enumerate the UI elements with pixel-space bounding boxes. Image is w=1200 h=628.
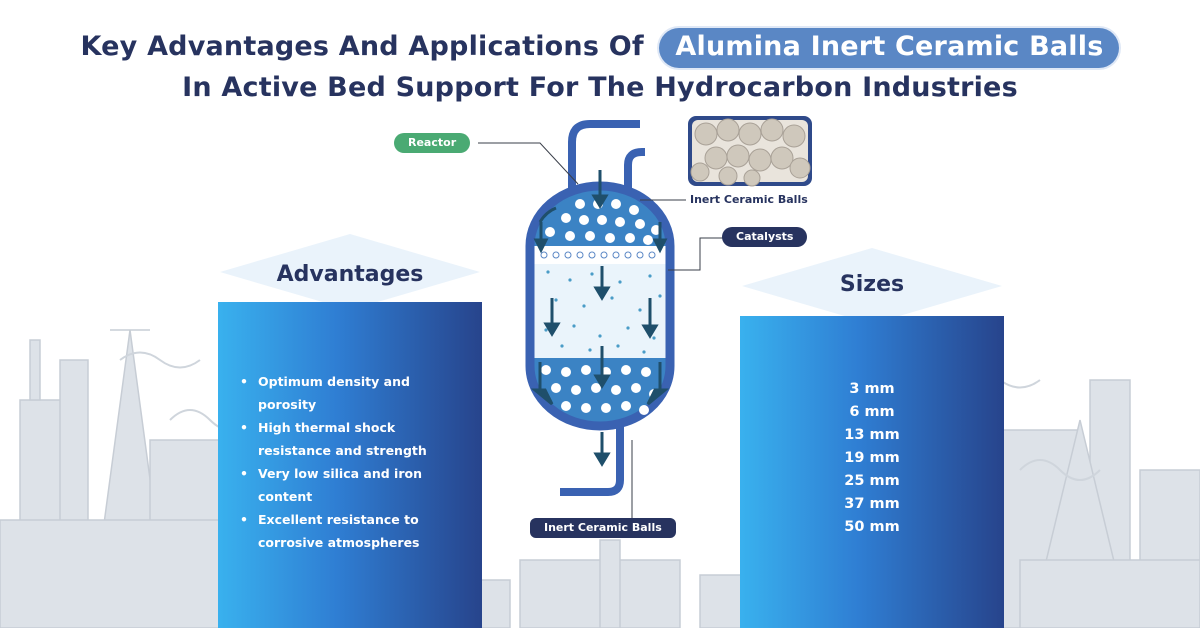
sizes-list: 3 mm 6 mm 13 mm 19 mm 25 mm 37 mm 50 mm — [740, 378, 1004, 539]
advantages-list: Optimum density and porosity High therma… — [240, 370, 472, 554]
inert-balls-top-label: Inert Ceramic Balls — [690, 193, 808, 206]
size-item: 13 mm — [844, 427, 900, 443]
catalysts-label: Catalysts — [722, 227, 808, 247]
size-item: 19 mm — [844, 450, 900, 466]
flow-arrows — [530, 170, 670, 467]
catalyst-particles — [544, 270, 662, 354]
advantage-item: Optimum density and porosity — [240, 370, 472, 416]
outlet-pipe — [560, 425, 624, 496]
size-item: 37 mm — [844, 496, 900, 512]
size-item: 50 mm — [844, 519, 900, 535]
inlet-pipe-outer — [568, 120, 640, 190]
advantage-item: Excellent resistance to corrosive atmosp… — [240, 508, 472, 554]
ceramic-balls-photo — [688, 116, 812, 187]
inert-balls-bottom-label: Inert Ceramic Balls — [530, 518, 676, 538]
advantage-item: Very low silica and iron content — [240, 462, 472, 508]
advantages-panel-body: Optimum density and porosity High therma… — [218, 302, 482, 628]
main-title-line-2: In Active Bed Support For The Hydrocarbo… — [182, 72, 1018, 103]
title-highlight-pill: Alumina Inert Ceramic Balls — [659, 28, 1120, 68]
sizes-heading: Sizes — [839, 272, 905, 297]
title-prefix: Key Advantages And Applications Of — [80, 31, 644, 62]
sizes-panel-body: 3 mm 6 mm 13 mm 19 mm 25 mm 37 mm 50 mm — [740, 316, 1004, 628]
main-title-line-1: Key Advantages And Applications Of Alumi… — [0, 28, 1200, 68]
advantage-item: High thermal shock resistance and streng… — [240, 416, 472, 462]
advantages-heading: Advantages — [276, 262, 424, 287]
reactor-label: Reactor — [394, 133, 471, 153]
size-item: 3 mm — [849, 381, 895, 397]
inlet-pipe-inner — [624, 148, 645, 190]
leader-lines — [478, 142, 724, 520]
size-item: 6 mm — [849, 404, 895, 420]
size-item: 25 mm — [844, 473, 900, 489]
catalyst-ring-row — [540, 251, 656, 259]
top-ball-bed — [545, 199, 661, 245]
